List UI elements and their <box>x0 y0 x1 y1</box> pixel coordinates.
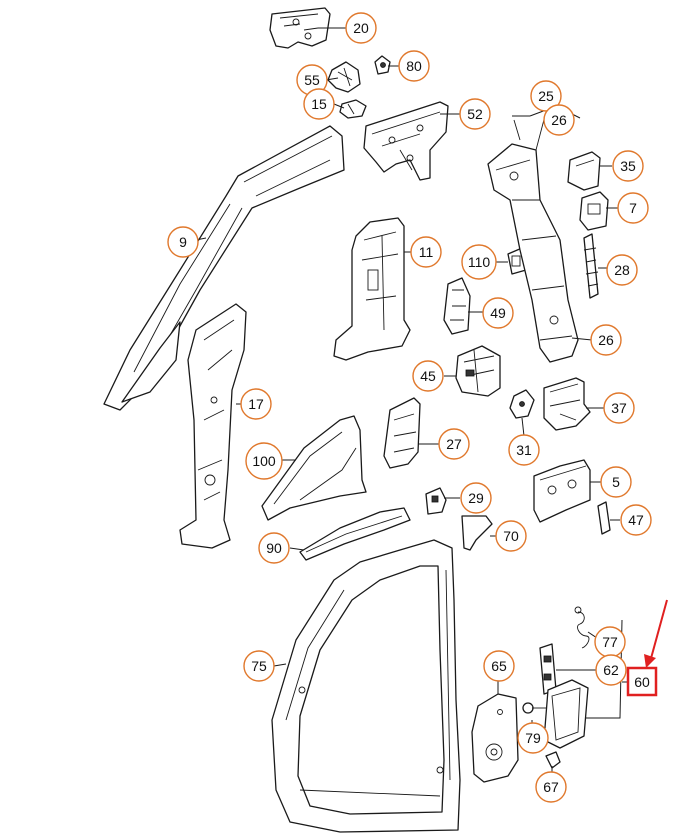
part-90 <box>299 507 411 561</box>
callout-26-top: 26 <box>543 104 575 136</box>
part-47 <box>597 501 611 535</box>
part-65 <box>471 693 519 783</box>
callout-79-label: 79 <box>525 730 541 746</box>
part-55 <box>327 61 361 93</box>
callout-49: 49 <box>482 297 514 329</box>
part-70 <box>461 515 493 551</box>
part-31 <box>509 389 535 419</box>
callout-5: 5 <box>600 466 632 498</box>
callout-15: 15 <box>303 88 335 120</box>
callout-75: 75 <box>243 650 275 682</box>
part-5 <box>533 459 591 523</box>
callout-5-label: 5 <box>612 474 620 490</box>
callout-7-label: 7 <box>629 200 637 216</box>
callout-80: 80 <box>398 50 430 82</box>
callout-67: 67 <box>535 771 567 803</box>
part-35 <box>567 151 601 191</box>
callout-7: 7 <box>617 192 649 224</box>
part-60 <box>543 679 589 749</box>
part-20 <box>269 7 331 49</box>
callout-31-label: 31 <box>516 442 532 458</box>
callout-28-label: 28 <box>614 262 630 278</box>
callout-77-label: 77 <box>602 634 618 650</box>
part-52 <box>363 101 449 181</box>
callout-20: 20 <box>345 12 377 44</box>
callout-62: 62 <box>595 654 627 686</box>
part-49 <box>443 277 471 335</box>
highlight-arrow <box>644 599 668 668</box>
callout-26-mid: 26 <box>590 324 622 356</box>
part-79 <box>522 702 546 714</box>
callout-27: 27 <box>438 428 470 460</box>
callout-28: 28 <box>606 254 638 286</box>
callout-45-label: 45 <box>420 368 436 384</box>
part-75 <box>271 539 461 833</box>
callout-60-highlighted: 60 <box>626 666 658 697</box>
part-100 <box>261 415 367 521</box>
callout-27-label: 27 <box>446 436 462 452</box>
part-17 <box>179 303 247 549</box>
part-62 <box>539 643 557 695</box>
part-15 <box>339 99 367 119</box>
callout-37-label: 37 <box>611 400 627 416</box>
callout-67-label: 67 <box>543 779 559 795</box>
callout-60-label: 60 <box>634 674 650 690</box>
callout-75-label: 75 <box>251 658 267 674</box>
part-11 <box>333 217 411 361</box>
callout-80-label: 80 <box>406 58 422 74</box>
callout-11: 11 <box>410 236 442 268</box>
callout-9: 9 <box>167 226 199 258</box>
callout-17: 17 <box>240 388 272 420</box>
callout-65: 65 <box>483 650 515 682</box>
callout-110-label: 110 <box>468 254 491 270</box>
callout-49-label: 49 <box>490 305 506 321</box>
part-26 <box>487 111 579 363</box>
part-80 <box>374 55 391 75</box>
callout-25-label: 25 <box>538 88 554 104</box>
callout-9-label: 9 <box>179 234 187 250</box>
callout-90-label: 90 <box>266 540 282 556</box>
callout-26-mid-label: 26 <box>598 332 614 348</box>
part-28 <box>583 233 599 299</box>
callout-26-top-label: 26 <box>551 112 567 128</box>
callout-62-label: 62 <box>603 662 619 678</box>
callout-52: 52 <box>459 98 491 130</box>
part-45 <box>455 345 501 397</box>
part-27 <box>383 397 421 469</box>
callout-65-label: 65 <box>491 658 507 674</box>
callout-35-label: 35 <box>620 158 636 174</box>
callout-55-label: 55 <box>304 72 320 88</box>
part-37 <box>543 377 591 431</box>
callout-100-label: 100 <box>252 453 276 469</box>
callout-29-label: 29 <box>468 490 484 506</box>
callout-17-label: 17 <box>248 396 264 412</box>
part-9 <box>103 125 345 411</box>
callout-52-label: 52 <box>467 106 483 122</box>
callout-70: 70 <box>495 520 527 552</box>
callout-79: 79 <box>517 722 549 754</box>
callout-77: 77 <box>594 626 626 658</box>
part-29 <box>425 487 447 515</box>
callout-90: 90 <box>258 532 290 564</box>
callout-110: 110 <box>461 244 497 280</box>
callout-70-label: 70 <box>503 528 519 544</box>
callout-31: 31 <box>508 434 540 466</box>
callout-55: 55 <box>296 64 328 96</box>
callout-35: 35 <box>612 150 644 182</box>
part-67 <box>545 751 561 769</box>
callout-20-label: 20 <box>353 20 369 36</box>
callout-11-label: 11 <box>419 244 434 260</box>
callout-29: 29 <box>460 482 492 514</box>
callout-25: 25 <box>530 80 562 112</box>
callout-47: 47 <box>620 504 652 536</box>
callout-37: 37 <box>603 392 635 424</box>
part-77 <box>574 606 590 649</box>
part-7 <box>579 191 609 231</box>
callout-45: 45 <box>412 360 444 392</box>
callout-47-label: 47 <box>628 512 644 528</box>
callout-15-label: 15 <box>311 96 327 112</box>
callout-100: 100 <box>245 442 283 480</box>
